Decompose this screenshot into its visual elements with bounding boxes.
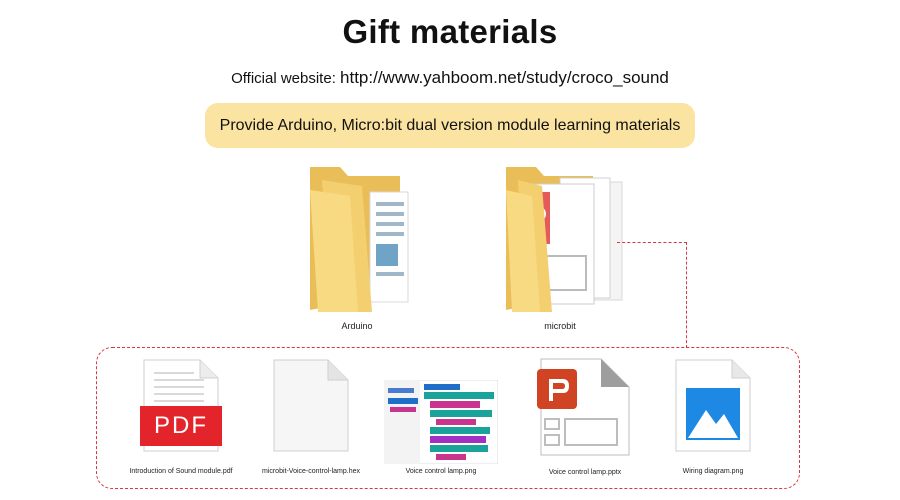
website-url[interactable]: http://www.yahboom.net/study/croco_sound [340, 68, 669, 87]
hex-file[interactable]: microbit-Voice-control-lamp.hex [262, 358, 360, 475]
pdf-file[interactable]: PDF Introduction of Sound module.pdf [129, 358, 233, 475]
code-image-file-label: Voice control lamp.png [405, 468, 477, 475]
connector-line [617, 242, 687, 243]
pdf-file-icon [140, 359, 222, 452]
website-line: Official website: http://www.yahboom.net… [0, 68, 900, 88]
pptx-file-label: Voice control lamp.pptx [548, 469, 622, 476]
pptx-file-icon [537, 358, 630, 456]
page-title: Gift materials [342, 13, 558, 50]
website-prefix: Official website: [231, 70, 341, 87]
blank-file-icon [273, 359, 349, 452]
folder-icon [310, 167, 409, 312]
arduino-folder-label: Arduino [341, 321, 373, 331]
wiring-image-file[interactable]: Wiring diagram.png [672, 358, 754, 475]
code-blocks-image-icon [383, 379, 499, 465]
microbit-folder[interactable]: microbit [498, 162, 623, 331]
pdf-file-label: Introduction of Sound module.pdf [129, 468, 233, 475]
code-image-file[interactable]: Voice control lamp.png [383, 379, 499, 475]
image-file-icon [675, 359, 751, 452]
microbit-folder-label: microbit [544, 321, 576, 331]
hex-file-label: microbit-Voice-control-lamp.hex [261, 468, 361, 475]
materials-banner: Provide Arduino, Micro:bit dual version … [205, 103, 695, 148]
connector-line [686, 242, 687, 348]
folder-icon [506, 167, 623, 312]
wiring-image-file-label: Wiring diagram.png [682, 468, 744, 475]
pdf-badge-text: PDF [154, 412, 208, 439]
pptx-file[interactable]: Voice control lamp.pptx [533, 357, 633, 476]
banner-text: Provide Arduino, Micro:bit dual version … [219, 116, 681, 134]
arduino-folder[interactable]: Arduino [300, 162, 415, 331]
files-container [96, 347, 800, 489]
